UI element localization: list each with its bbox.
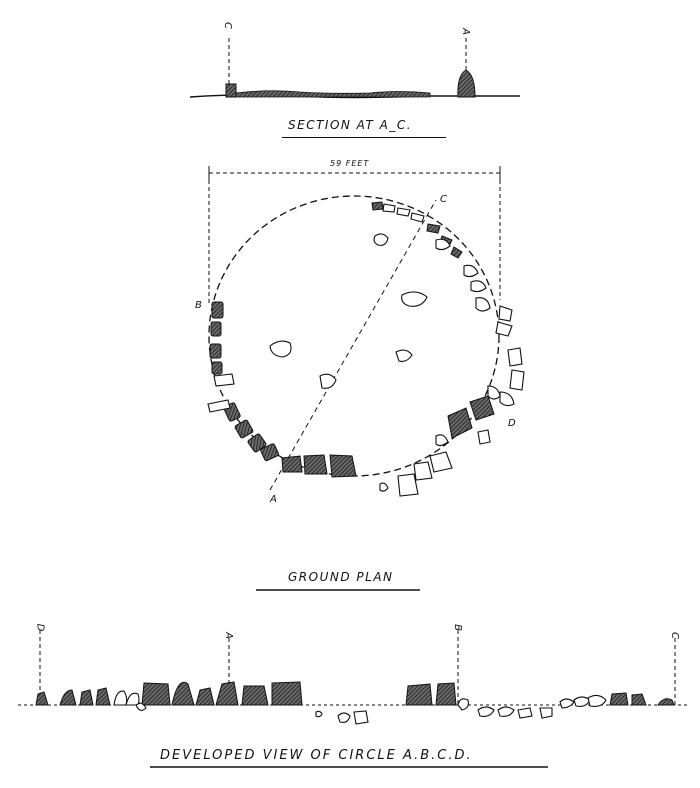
section-low-stones [235,90,431,98]
dark-stones-east [371,201,495,439]
developed-dark-stones [35,681,675,706]
ground-plan-caption: GROUND PLAN [288,570,394,584]
plan-label-d: D [508,418,516,429]
developed-label-d: D [34,623,46,632]
plan-label-b: B [195,300,202,311]
developed-open-stones [113,690,607,725]
section-label-a: A [459,28,471,35]
section-label-c: C [221,22,233,29]
open-stones [207,203,525,497]
developed-view [18,630,690,725]
developed-label-b: B [451,624,463,631]
plan-label-a: A [270,494,277,505]
dark-stones-west [209,301,357,478]
section-stone-c [225,83,237,98]
section-stone-a [457,69,476,98]
dimension-label: 59 FEET [330,159,370,168]
plan-label-c: C [440,194,447,205]
section-view [189,38,520,99]
developed-caption: DEVELOPED VIEW OF CIRCLE A.B.C.D. [160,748,473,763]
ground-plan [207,166,525,497]
developed-label-a: A [222,632,234,639]
developed-label-c: C [668,632,680,639]
section-caption-underline [282,137,446,139]
axis-a-c [269,199,437,491]
section-caption: SECTION AT A_C. [288,118,413,132]
